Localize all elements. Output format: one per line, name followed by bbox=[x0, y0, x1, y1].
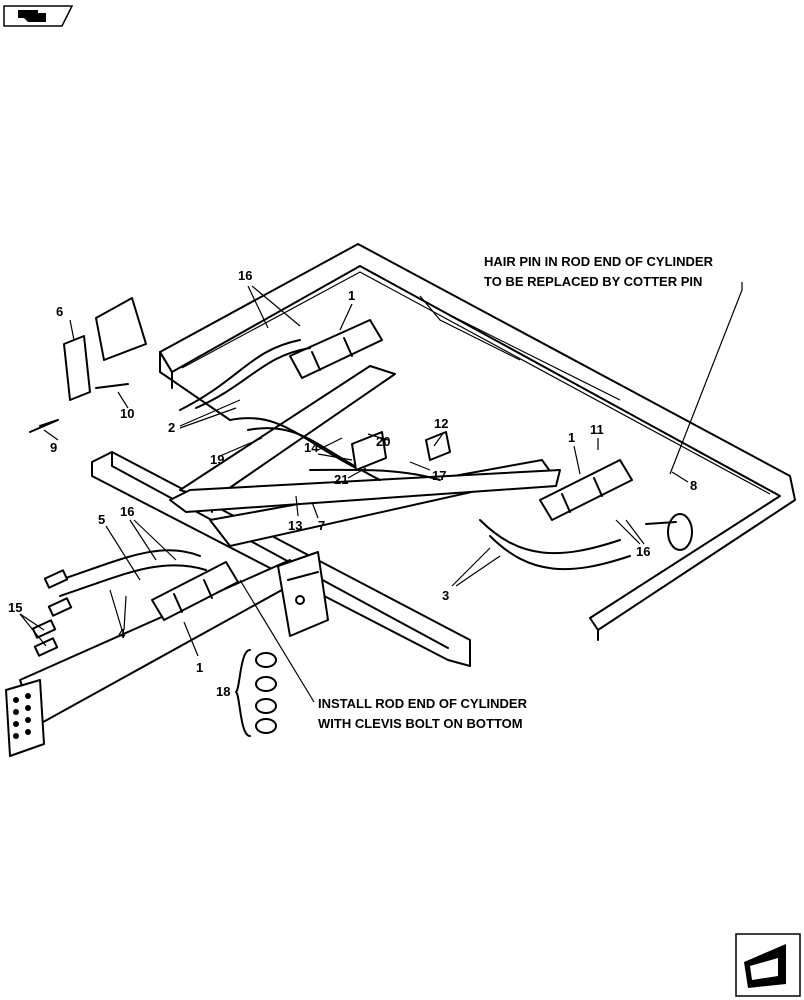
note-hair-pin-line2: TO BE REPLACED BY COTTER PIN bbox=[484, 274, 702, 289]
callout-18: 18 bbox=[216, 684, 230, 699]
callout-11: 11 bbox=[590, 422, 604, 437]
cylinder-rear-left bbox=[289, 319, 383, 379]
callout-15: 15 bbox=[8, 600, 22, 615]
clip-part-9 bbox=[29, 419, 59, 433]
callout-6: 6 bbox=[56, 304, 63, 319]
callout-3: 3 bbox=[442, 588, 449, 603]
frame-diagonal-arms bbox=[169, 365, 561, 547]
callout-2: 2 bbox=[168, 420, 175, 435]
callout-12: 12 bbox=[434, 416, 448, 431]
callout-16-rear: 16 bbox=[238, 268, 252, 283]
pin-part-10 bbox=[95, 383, 129, 389]
note-install-line2: WITH CLEVIS BOLT ON BOTTOM bbox=[318, 716, 523, 731]
callout-1-front: 1 bbox=[196, 660, 203, 675]
leader-lines bbox=[19, 282, 743, 703]
callout-19: 19 bbox=[210, 452, 224, 467]
callout-10: 10 bbox=[120, 406, 134, 421]
callout-7: 7 bbox=[318, 518, 325, 533]
note-hair-pin-line1: HAIR PIN IN ROD END OF CYLINDER bbox=[484, 254, 714, 269]
callout-labels: 1 1 1 2 3 4 5 6 7 8 9 10 11 12 13 14 15 … bbox=[8, 268, 697, 699]
valve-block bbox=[351, 431, 451, 471]
wheel-hub bbox=[645, 513, 693, 551]
callout-17: 17 bbox=[432, 468, 446, 483]
fittings-part-15 bbox=[31, 569, 73, 657]
note-hair-pin: HAIR PIN IN ROD END OF CYLINDER TO BE RE… bbox=[484, 254, 714, 289]
bracket-part-6 bbox=[63, 297, 147, 401]
callout-4: 4 bbox=[118, 626, 126, 641]
callout-1-rear: 1 bbox=[348, 288, 355, 303]
callout-9: 9 bbox=[50, 440, 57, 455]
frame-rear-rectangle bbox=[159, 243, 796, 641]
callout-16-right: 16 bbox=[636, 544, 650, 559]
hoses bbox=[59, 339, 631, 597]
back-arrow-icon[interactable] bbox=[3, 5, 74, 27]
callout-5: 5 bbox=[98, 512, 105, 527]
note-install-rod: INSTALL ROD END OF CYLINDER WITH CLEVIS … bbox=[318, 696, 528, 731]
callout-20: 20 bbox=[376, 434, 390, 449]
callout-21: 21 bbox=[334, 472, 348, 487]
callout-14: 14 bbox=[304, 440, 319, 455]
callout-16-front: 16 bbox=[120, 504, 134, 519]
center-bracket bbox=[277, 551, 329, 637]
note-install-line1: INSTALL ROD END OF CYLINDER bbox=[318, 696, 528, 711]
callout-1-right: 1 bbox=[568, 430, 575, 445]
forward-arrow-icon[interactable] bbox=[735, 933, 801, 997]
callout-8: 8 bbox=[690, 478, 697, 493]
spacer-stack bbox=[235, 649, 277, 737]
cylinder-right bbox=[539, 459, 633, 521]
cylinder-front-left bbox=[151, 561, 239, 621]
callout-13: 13 bbox=[288, 518, 302, 533]
